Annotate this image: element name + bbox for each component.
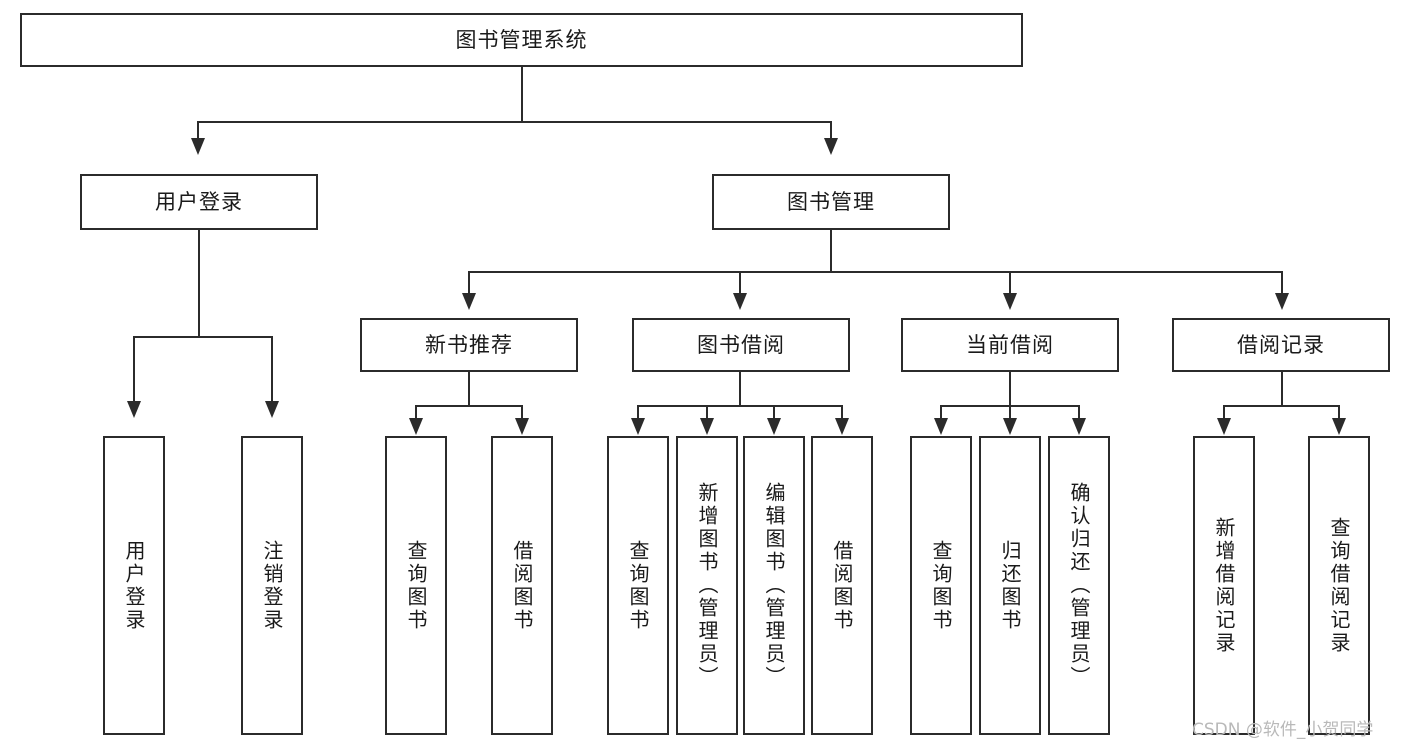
edge-drop-book-borrow xyxy=(739,271,741,296)
edge-drop-bb-borrow-book xyxy=(841,405,843,421)
edge-drop-current-borrow xyxy=(1009,271,1011,296)
leaf-cb-return-book[interactable]: 归还图书 xyxy=(979,436,1041,735)
edge-drop-br-add-record xyxy=(1223,405,1225,421)
edge-drop-cb-query-book xyxy=(940,405,942,421)
edge-user-login-stem xyxy=(198,230,200,337)
leaf-cb-query-book[interactable]: 查询图书 xyxy=(910,436,972,735)
arrow-bb-edit-book xyxy=(767,418,781,435)
arrow-cb-confirm-return xyxy=(1072,418,1086,435)
edge-borrow-record-stem xyxy=(1281,372,1283,406)
edge-level2-bus xyxy=(468,271,1283,273)
node-label: 查询图书 xyxy=(404,539,428,632)
node-label: 归还图书 xyxy=(998,539,1022,632)
arrow-bb-borrow-book xyxy=(835,418,849,435)
arrow-leaf-logout xyxy=(265,401,279,418)
edge-drop-nbr-borrow-book xyxy=(521,405,523,421)
node-label: 当前借阅 xyxy=(966,332,1054,357)
leaf-bb-borrow-book[interactable]: 借阅图书 xyxy=(811,436,873,735)
edge-level1-bus xyxy=(197,121,832,123)
arrow-new-book-recommend xyxy=(462,293,476,310)
node-borrow-record[interactable]: 借阅记录 xyxy=(1172,318,1390,372)
node-label: 确认归还（管理员） xyxy=(1067,482,1091,689)
leaf-cb-confirm-return[interactable]: 确认归还（管理员） xyxy=(1048,436,1110,735)
node-label: 查询图书 xyxy=(929,539,953,632)
edge-book-borrow-bus xyxy=(637,405,843,407)
node-label: 用户登录 xyxy=(155,189,243,214)
node-label: 借阅记录 xyxy=(1237,332,1325,357)
node-book-management[interactable]: 图书管理 xyxy=(712,174,950,230)
node-label: 图书管理 xyxy=(787,189,875,214)
node-label: 查询借阅记录 xyxy=(1327,516,1351,655)
node-label: 新增图书（管理员） xyxy=(695,482,719,689)
edge-new-book-recommend-stem xyxy=(468,372,470,406)
edge-drop-bb-query-book xyxy=(637,405,639,421)
leaf-bb-query-book[interactable]: 查询图书 xyxy=(607,436,669,735)
node-root-book-management-system[interactable]: 图书管理系统 xyxy=(20,13,1023,67)
arrow-book-management xyxy=(824,138,838,155)
arrow-nbr-query-book xyxy=(409,418,423,435)
arrow-book-borrow xyxy=(733,293,747,310)
edge-drop-br-query-record xyxy=(1338,405,1340,421)
leaf-bb-add-book[interactable]: 新增图书（管理员） xyxy=(676,436,738,735)
edge-book-borrow-stem xyxy=(739,372,741,406)
leaf-br-query-record[interactable]: 查询借阅记录 xyxy=(1308,436,1370,735)
node-label: 借阅图书 xyxy=(510,539,534,632)
node-label: 新书推荐 xyxy=(425,332,513,357)
edge-current-borrow-stem xyxy=(1009,372,1011,406)
leaf-nbr-borrow-book[interactable]: 借阅图书 xyxy=(491,436,553,735)
csdn-watermark: CSDN @软件_小贺同学 xyxy=(1192,720,1374,740)
leaf-nbr-query-book[interactable]: 查询图书 xyxy=(385,436,447,735)
edge-drop-book-management xyxy=(830,121,832,141)
node-label: 查询图书 xyxy=(626,539,650,632)
arrow-br-add-record xyxy=(1217,418,1231,435)
arrow-user-login xyxy=(191,138,205,155)
node-label: 借阅图书 xyxy=(830,539,854,632)
edge-drop-leaf-logout xyxy=(271,336,273,404)
node-label: 用户登录 xyxy=(122,539,146,632)
edge-drop-borrow-record xyxy=(1281,271,1283,296)
node-book-borrow[interactable]: 图书借阅 xyxy=(632,318,850,372)
arrow-cb-query-book xyxy=(934,418,948,435)
node-label: 图书管理系统 xyxy=(455,27,588,52)
node-label: 图书借阅 xyxy=(697,332,785,357)
arrow-nbr-borrow-book xyxy=(515,418,529,435)
edge-drop-cb-confirm-return xyxy=(1078,405,1080,421)
leaf-logout[interactable]: 注销登录 xyxy=(241,436,303,735)
node-current-borrow[interactable]: 当前借阅 xyxy=(901,318,1119,372)
node-new-book-recommend[interactable]: 新书推荐 xyxy=(360,318,578,372)
edge-drop-bb-edit-book xyxy=(773,405,775,421)
node-user-login[interactable]: 用户登录 xyxy=(80,174,318,230)
edge-drop-nbr-query-book xyxy=(415,405,417,421)
leaf-bb-edit-book[interactable]: 编辑图书（管理员） xyxy=(743,436,805,735)
arrow-br-query-record xyxy=(1332,418,1346,435)
arrow-bb-query-book xyxy=(631,418,645,435)
edge-borrow-record-bus xyxy=(1223,405,1340,407)
leaf-br-add-record[interactable]: 新增借阅记录 xyxy=(1193,436,1255,735)
arrow-borrow-record xyxy=(1275,293,1289,310)
edge-root-stem xyxy=(521,67,523,122)
node-label: 注销登录 xyxy=(260,539,284,632)
arrow-cb-return-book xyxy=(1003,418,1017,435)
edge-user-login-bus xyxy=(133,336,273,338)
edge-drop-leaf-user-login xyxy=(133,336,135,404)
arrow-bb-add-book xyxy=(700,418,714,435)
arrow-leaf-user-login xyxy=(127,401,141,418)
arrow-current-borrow xyxy=(1003,293,1017,310)
edge-drop-bb-add-book xyxy=(706,405,708,421)
node-label: 新增借阅记录 xyxy=(1212,516,1236,655)
edge-drop-new-book-recommend xyxy=(468,271,470,296)
node-label: 编辑图书（管理员） xyxy=(762,482,786,689)
edge-book-management-stem xyxy=(830,230,832,272)
edge-new-book-recommend-bus xyxy=(415,405,523,407)
edge-drop-cb-return-book xyxy=(1009,405,1011,421)
edge-drop-user-login xyxy=(197,121,199,141)
leaf-user-login[interactable]: 用户登录 xyxy=(103,436,165,735)
